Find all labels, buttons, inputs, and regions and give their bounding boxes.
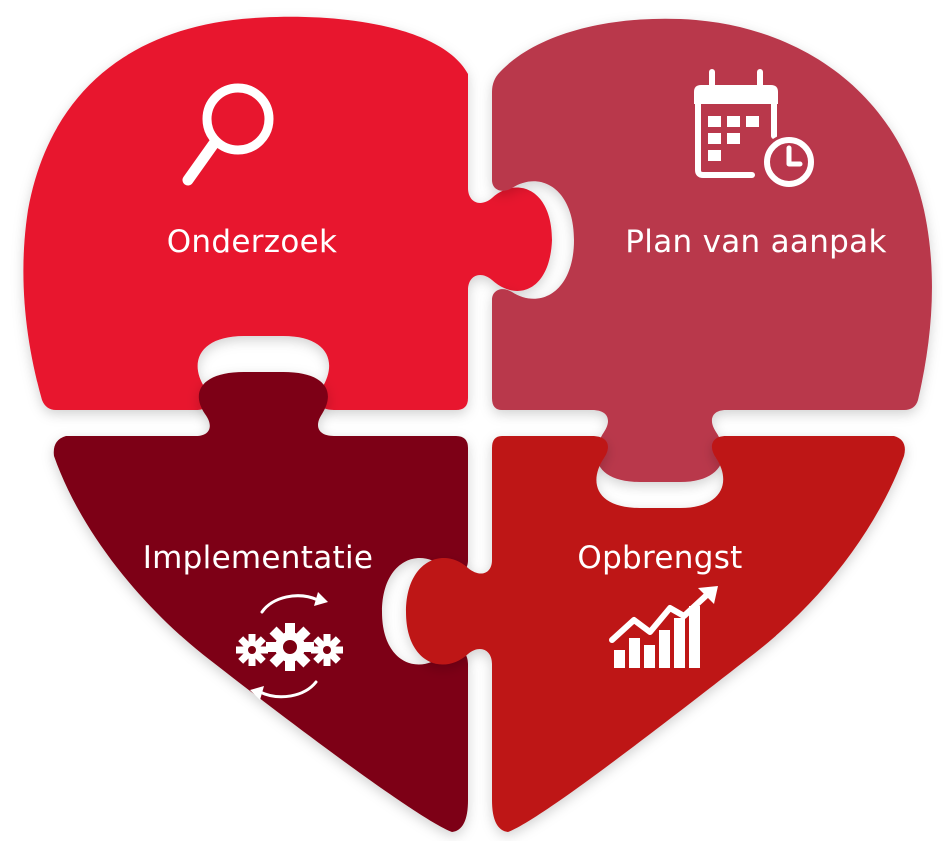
growth-chart-icon [609, 586, 718, 668]
label-opbrengst: Opbrengst [577, 540, 742, 576]
magnifier-icon [182, 83, 274, 186]
piece-implementatie [53, 372, 468, 832]
piece-onderzoek-shape [23, 16, 553, 411]
piece-opbrengst-shape [406, 436, 905, 832]
gears-cycle-icon [236, 592, 343, 700]
label-plan-van-aanpak: Plan van aanpak [625, 224, 886, 260]
piece-implementatie-shape [53, 372, 468, 832]
piece-plan-van-aanpak [492, 18, 932, 483]
piece-opbrengst [406, 436, 905, 832]
piece-onderzoek [23, 16, 553, 411]
calendar-clock-icon [694, 69, 817, 190]
piece-plan-van-aanpak-shape [492, 18, 932, 483]
label-onderzoek: Onderzoek [167, 224, 338, 260]
label-implementatie: Implementatie [143, 540, 374, 576]
